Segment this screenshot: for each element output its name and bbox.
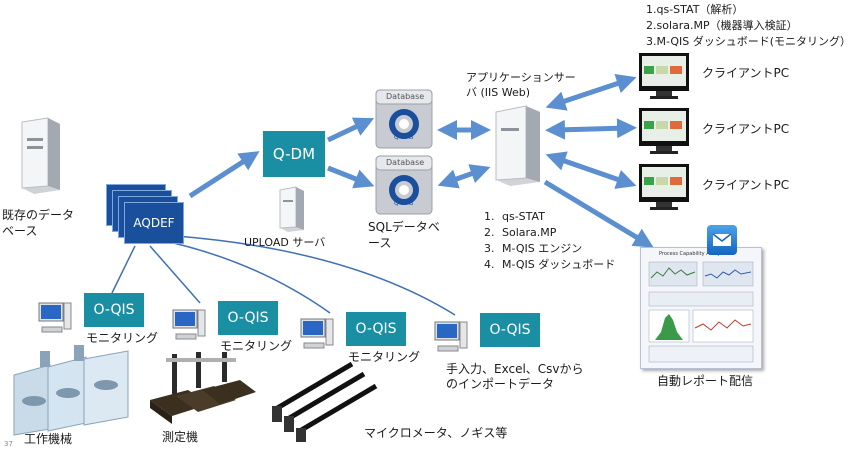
client-pc-label-3: クライアントPC xyxy=(702,178,790,192)
report-header: Process Capability Analysis xyxy=(659,251,727,257)
oqis-pc-icon-3 xyxy=(300,318,334,349)
oqis-box-2: O-QIS xyxy=(218,301,278,335)
upload-server-icon xyxy=(279,186,304,232)
oqis-pc-icon-4 xyxy=(434,321,468,352)
caliper-icon xyxy=(272,361,378,442)
oqis-pc-icon-2 xyxy=(172,309,206,340)
list-item: M-QIS ダッシュボード xyxy=(498,257,615,273)
database-sub-2: Q-DAS xyxy=(394,200,414,207)
arrow-db2-app xyxy=(437,164,491,189)
app-server-icon xyxy=(495,105,540,186)
line-aqdef-oqis1 xyxy=(111,245,136,294)
client-pc-icon-1 xyxy=(639,53,689,99)
line-aqdef-oqis4 xyxy=(175,235,456,316)
arrow-app-pc1 xyxy=(545,73,637,111)
client-pc-icon-3 xyxy=(639,164,689,210)
server-module-list: qs-STAT Solara.MP M-QIS エンジン M-QIS ダッシュボ… xyxy=(480,209,615,273)
database-icon-2 xyxy=(375,155,433,215)
report-document-icon: Process Capability Analysis xyxy=(640,247,762,369)
oqis-box-4: O-QIS xyxy=(480,313,540,347)
arrow-qdm-db2 xyxy=(327,165,375,189)
app-server-label: アプリケーションサーバ (IIS Web) xyxy=(466,71,576,99)
machine-tool-icon xyxy=(13,345,129,436)
manual-import-label: 手入力、Excel、Csvからのインポートデータ xyxy=(446,362,584,391)
mail-icon xyxy=(707,225,737,255)
arrow-app-report xyxy=(543,179,654,248)
database-icon-1 xyxy=(375,89,433,149)
client-function-list: 1.qs-STAT（解析） 2.solara.MP（機器導入検証） 3.M-QI… xyxy=(646,2,851,50)
list-item: 3.M-QIS ダッシュボード(モニタリング） xyxy=(646,35,852,48)
client-pc-icon-2 xyxy=(639,108,689,154)
measuring-machine-icon xyxy=(150,352,256,424)
aqdef-label: AQDEF xyxy=(124,202,184,244)
list-item: 2.solara.MP（機器導入検証） xyxy=(646,19,798,32)
oqis-box-1: O-QIS xyxy=(84,293,144,327)
list-item: M-QIS エンジン xyxy=(498,241,615,257)
list-item: qs-STAT xyxy=(498,209,615,225)
existing-data-server-icon xyxy=(21,117,60,194)
monitoring-label-1: モニタリング xyxy=(86,331,159,345)
arrow-aqdef-qdm xyxy=(188,151,260,199)
client-pc-label-2: クライアントPC xyxy=(702,122,790,136)
auto-report-label: 自動レポート配信 xyxy=(657,374,754,388)
sql-db-label: SQLデータベース xyxy=(368,220,440,250)
arrow-qdm-db1 xyxy=(326,117,375,143)
oqis-pc-icon-1 xyxy=(38,302,72,333)
list-item: Solara.MP xyxy=(498,225,615,241)
page-number: 37 xyxy=(4,440,13,448)
client-pc-label-1: クライアントPC xyxy=(702,66,790,80)
arrow-app-pc2 xyxy=(545,118,637,140)
oqis-box-3: O-QIS xyxy=(346,312,406,346)
line-aqdef-oqis3 xyxy=(159,239,331,314)
upload-server-label: UPLOAD サーバ xyxy=(244,236,326,249)
monitoring-label-3: モニタリング xyxy=(348,350,421,364)
existing-data-label: 既存のデータベース xyxy=(2,208,75,238)
machine-tool-label: 工作機械 xyxy=(24,432,73,446)
database-sub-1: Q-DAS xyxy=(394,134,414,141)
monitoring-label-2: モニタリング xyxy=(220,339,293,353)
list-item: 1.qs-STAT（解析） xyxy=(646,3,744,16)
line-aqdef-oqis2 xyxy=(149,245,201,304)
arrow-app-pc3 xyxy=(545,151,637,189)
aqdef-stack: AQDEF xyxy=(106,184,190,244)
gauges-label: マイクロメータ、ノギス等 xyxy=(364,426,508,440)
measuring-machine-label: 測定機 xyxy=(162,430,199,444)
database-label-1: Database xyxy=(386,92,425,101)
qdm-box: Q-DM xyxy=(263,131,325,177)
database-label-2: Database xyxy=(386,158,425,167)
